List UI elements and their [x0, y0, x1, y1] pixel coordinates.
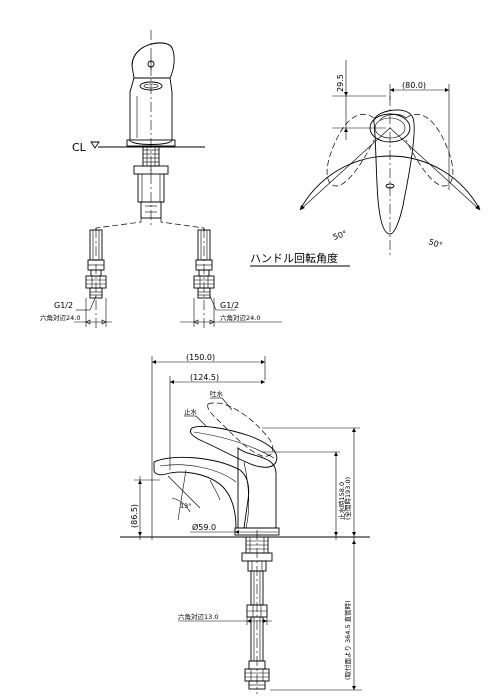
dim-spout-height: (86.5): [130, 504, 139, 528]
dim-close-height: 止水時158.0: [337, 482, 346, 520]
dim-handle-height: 29.5: [336, 74, 345, 92]
cl-label: CL: [72, 141, 87, 154]
dim-base-diameter: Ø59.0: [192, 522, 216, 532]
left-supply-pipe: G1/2 六角対辺24.0: [40, 228, 112, 330]
thread-label-right: G1/2: [220, 301, 239, 310]
handle-rotation-view: (80.0) 29.5 50° 50° ハンドル回転角度: [250, 60, 481, 267]
hex-size-label-lower: 六角対辺13.0: [178, 612, 218, 621]
handle-rotation-caption: ハンドル回転角度: [250, 251, 338, 265]
angle-spout: 13°: [180, 502, 192, 510]
dim-handle-width: (80.0): [402, 81, 426, 90]
front-view: CL: [72, 30, 205, 232]
thread-label-left: G1/2: [54, 301, 73, 310]
dim-total-length: (取付面より 364.5 直管時): [343, 600, 352, 680]
dim-total-width: (150.0): [186, 353, 215, 362]
hex-size-label-left: 六角対辺24.0: [40, 313, 80, 322]
angle-right: 50°: [427, 237, 443, 250]
dim-open-height: (全開時193.0): [343, 477, 352, 520]
right-supply-pipe: G1/2 六角対辺24.0: [180, 228, 282, 330]
angle-left: 50°: [332, 229, 348, 242]
label-supply: 吐水: [210, 389, 224, 398]
side-view: (150.0) (124.5) 吐水 止水 13°: [120, 353, 370, 694]
dim-spout-width: (124.5): [190, 373, 219, 382]
label-stop: 止水: [184, 407, 198, 416]
hex-size-label-right: 六角対辺24.0: [220, 313, 260, 322]
